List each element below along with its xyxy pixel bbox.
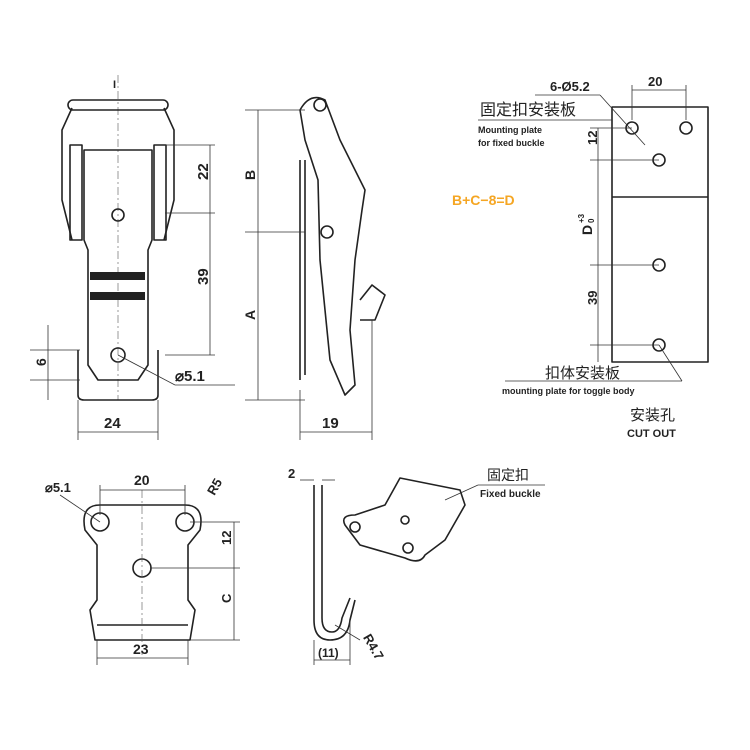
cutout-title-en: CUT OUT xyxy=(627,428,676,440)
toggle-plate-label-en: mounting plate for toggle body xyxy=(502,386,635,396)
dim-a: A xyxy=(242,310,258,320)
side-dim-2: 2 xyxy=(288,466,295,481)
fixed-buckle-side-view: 2 (11) R4.7 xyxy=(288,466,387,665)
holes-spec: 6-Ø5.2 xyxy=(550,79,590,94)
buckle-dim-20: 20 xyxy=(134,472,150,488)
fixed-plate-label-cn: 固定扣安装板 xyxy=(480,100,576,119)
dim-12: 12 xyxy=(585,131,600,145)
dim-39-cutout: 39 xyxy=(585,291,600,305)
side-radius: R4.7 xyxy=(360,631,387,662)
buckle-dim-12: 12 xyxy=(219,531,234,545)
fixed-buckle-label-en: Fixed buckle xyxy=(480,489,541,500)
hole-diameter: ⌀5.1 xyxy=(175,368,205,385)
buckle-dim-c: C xyxy=(219,593,234,603)
dim-22: 22 xyxy=(195,163,212,180)
buckle-hole-diameter: ⌀5.1 xyxy=(45,480,71,495)
fixed-buckle-label-cn: 固定扣 xyxy=(487,468,529,484)
dim-d: D xyxy=(579,225,595,235)
toggle-latch-front-view: 22 39 I 6 ⌀5.1 24 xyxy=(30,75,235,440)
tolerance-lower: 0 xyxy=(587,218,596,223)
dim-39: 39 xyxy=(195,268,212,285)
dim-19: 19 xyxy=(322,415,339,432)
cutout-drawing: 20 6-Ø5.2 固定扣安装板 Mounting plate for fixe… xyxy=(478,74,709,440)
buckle-dim-23: 23 xyxy=(133,641,149,657)
dim-24: 24 xyxy=(104,415,121,432)
toggle-latch-side-view: B A 19 xyxy=(242,96,386,440)
buckle-radius: R5 xyxy=(204,476,225,498)
cutout-title-cn: 安装孔 xyxy=(630,406,675,424)
formula-text: B+C−8=D xyxy=(452,192,515,208)
grip-ribs-icon xyxy=(90,272,145,300)
fixed-plate-label-en-1: Mounting plate xyxy=(478,125,542,135)
fixed-buckle-iso-view: 固定扣 Fixed buckle xyxy=(342,468,545,562)
dim-6: 6 xyxy=(33,358,49,366)
fixed-plate-label-en-2: for fixed buckle xyxy=(478,138,545,148)
fixed-buckle-top-view: 20 ⌀5.1 R5 12 C 23 xyxy=(45,472,240,665)
tolerance-upper: +3 xyxy=(577,213,586,223)
toggle-plate-label-cn: 扣体安装板 xyxy=(545,364,620,382)
side-dim-11: (11) xyxy=(318,646,339,660)
dim-20: 20 xyxy=(648,74,662,89)
dim-b: B xyxy=(242,170,258,180)
centerline-mark: I xyxy=(113,79,116,91)
